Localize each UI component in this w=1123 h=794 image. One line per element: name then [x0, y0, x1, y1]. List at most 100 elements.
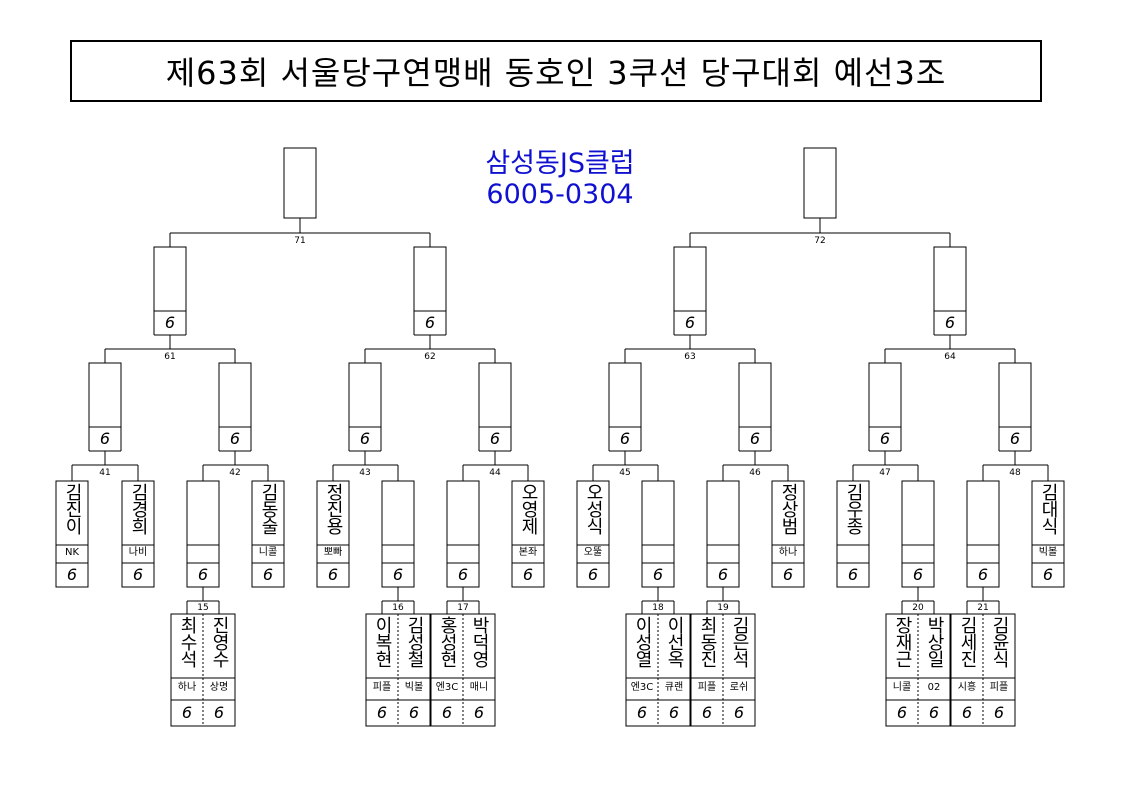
player-club: 하나: [177, 682, 197, 693]
player-slot: [55, 480, 89, 588]
host-club: 삼성동JS클럽 6005-0304: [440, 148, 680, 210]
score-mark: 6: [717, 565, 729, 584]
match-number: 41: [99, 468, 111, 478]
player-club: 니콜: [258, 547, 278, 558]
player-name: 김동술: [258, 483, 279, 534]
score-mark: 6: [359, 429, 371, 448]
score-mark: 6: [961, 703, 973, 722]
score-mark: 6: [132, 565, 144, 584]
player-slot: [251, 480, 285, 588]
match-number: 61: [164, 352, 176, 362]
match-number: 43: [359, 468, 371, 478]
player-name: 박상일: [924, 616, 945, 667]
match-number: 17: [457, 603, 469, 613]
match-number: 20: [912, 603, 924, 613]
player-club: 빅볼: [1038, 547, 1058, 558]
score-mark: 6: [993, 703, 1005, 722]
result-slot: [608, 362, 642, 428]
player-club: 큐랜: [664, 682, 684, 693]
match-number: 19: [717, 603, 729, 613]
match-number: 18: [652, 603, 664, 613]
player-name: 오성식: [583, 483, 604, 534]
player-club: 본좌: [518, 547, 538, 558]
player-club: 엔3C: [630, 682, 654, 693]
match-number: 45: [619, 468, 631, 478]
score-mark: 6: [749, 429, 761, 448]
match-number: 48: [1009, 468, 1021, 478]
final-slot: [803, 147, 837, 219]
score-mark: 6: [733, 703, 745, 722]
score-mark: 6: [619, 429, 631, 448]
player-name: 정진용: [323, 483, 344, 534]
player-name: 김경희: [128, 483, 149, 534]
score-mark: 6: [181, 703, 193, 722]
player-club: 오뚤: [583, 547, 603, 558]
result-slot: [738, 362, 772, 428]
result-slot: [413, 246, 447, 312]
score-mark: 6: [944, 313, 956, 332]
match-number: 21: [977, 603, 989, 613]
player-club: 니콜: [892, 682, 912, 693]
score-mark: 6: [424, 313, 436, 332]
player-name: 장재근: [892, 616, 913, 667]
result-slot: [218, 362, 252, 428]
score-mark: 6: [99, 429, 111, 448]
score-mark: 6: [327, 565, 339, 584]
score-mark: 6: [457, 565, 469, 584]
player-name: 이복현: [372, 616, 393, 667]
result-slot: [998, 362, 1032, 428]
player-name: 오영제: [518, 483, 539, 534]
score-mark: 6: [701, 703, 713, 722]
score-mark: 6: [636, 703, 648, 722]
final-slot: [283, 147, 317, 219]
player-slot: [576, 480, 610, 588]
result-slot: [348, 362, 382, 428]
player-club: 02: [927, 682, 941, 693]
score-mark: 6: [896, 703, 908, 722]
score-mark: 6: [213, 703, 225, 722]
player-club: [837, 546, 869, 562]
club-name: 삼성동JS클럽: [485, 148, 635, 179]
score-mark: 6: [879, 429, 891, 448]
player-club: 빅볼: [404, 682, 424, 693]
player-club: NK: [64, 547, 80, 558]
player-club: 하나: [778, 547, 798, 558]
score-mark: 6: [392, 565, 404, 584]
match-number: 44: [489, 468, 501, 478]
score-mark: 6: [441, 703, 453, 722]
player-name: 홍성현: [437, 616, 458, 667]
player-club: 피플: [989, 682, 1009, 693]
score-mark: 6: [652, 565, 664, 584]
player-name: 정상범: [778, 483, 799, 534]
match-number: 47: [879, 468, 891, 478]
player-slot: [836, 480, 870, 588]
match-number: 71: [294, 236, 306, 246]
player-club: 뽀빠: [323, 547, 343, 558]
player-name: 이선옥: [664, 616, 685, 667]
player-club: 나비: [128, 547, 148, 558]
match-number: 15: [197, 603, 209, 613]
player-name: 김성철: [404, 616, 425, 667]
score-mark: 6: [408, 703, 420, 722]
player-slot: [316, 480, 350, 588]
player-name: 이성열: [632, 616, 653, 667]
score-mark: 6: [587, 565, 599, 584]
score-mark: 6: [928, 703, 940, 722]
score-mark: 6: [912, 565, 924, 584]
match-number: 63: [684, 352, 696, 362]
player-name: 박덕영: [469, 616, 490, 667]
result-slot: [933, 246, 967, 312]
player-name: 진영수: [209, 616, 230, 667]
match-number: 16: [392, 603, 404, 613]
match-number: 46: [749, 468, 761, 478]
score-mark: 6: [782, 565, 794, 584]
score-mark: 6: [1009, 429, 1021, 448]
player-name: 김윤식: [989, 616, 1010, 667]
score-mark: 6: [684, 313, 696, 332]
score-mark: 6: [1042, 565, 1054, 584]
player-slot: [121, 480, 155, 588]
score-mark: 6: [668, 703, 680, 722]
score-mark: 6: [376, 703, 388, 722]
player-club: 로쉬: [729, 682, 749, 693]
